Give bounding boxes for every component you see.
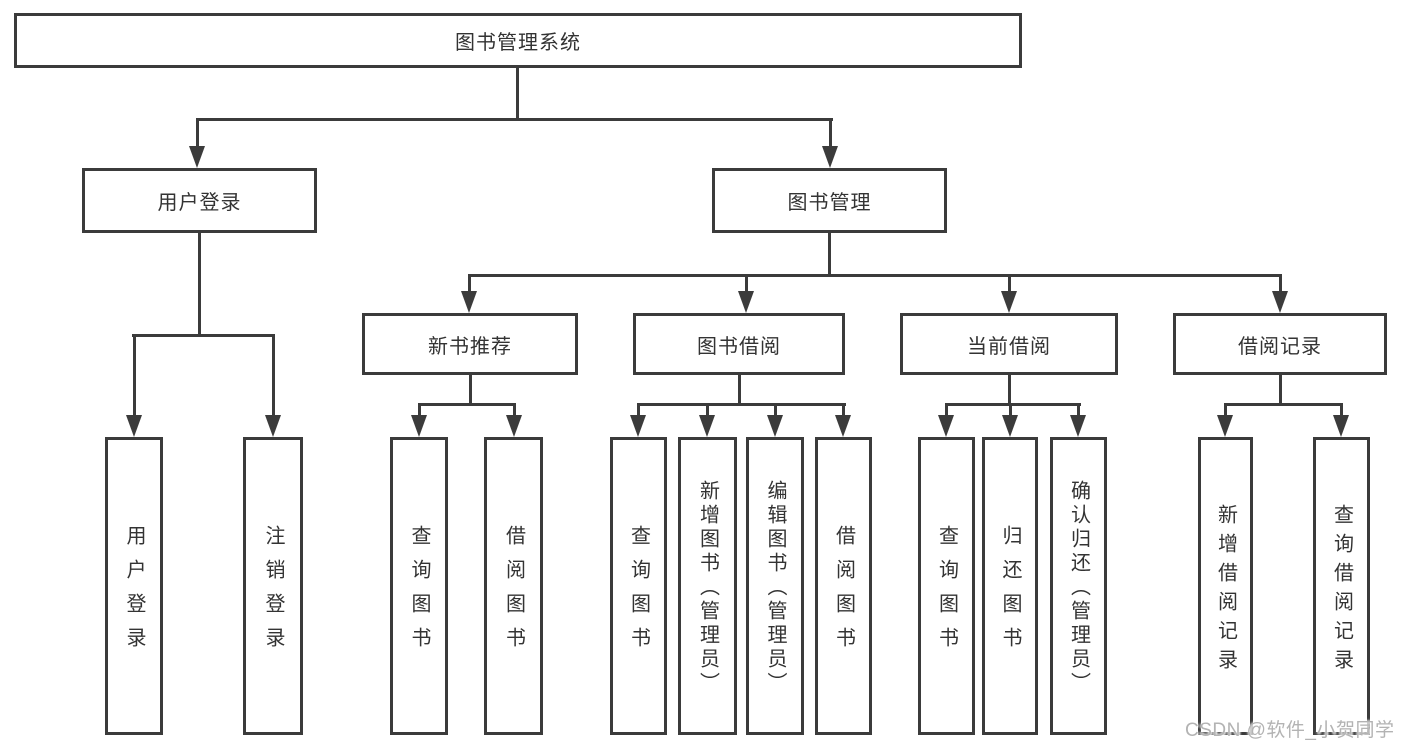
arrow-down-icon: [265, 415, 281, 437]
arrow-down-icon: [835, 415, 851, 437]
leaf-add-books-admin-label: 新增图书（管理员）: [696, 480, 719, 696]
node-user-login-label: 用户登录: [157, 192, 242, 214]
connector-root-horizontal: [196, 118, 833, 121]
arrow-down-icon: [411, 415, 427, 437]
connector-drop-leaf: [272, 334, 275, 417]
connector-records-horizontal: [1224, 403, 1343, 406]
arrow-down-icon: [189, 146, 205, 168]
leaf-query-borrow-record: 查询借阅记录: [1313, 437, 1370, 735]
node-book-borrow: 图书借阅: [633, 313, 845, 375]
leaf-query-books-label: 查询图书: [408, 525, 430, 661]
leaf-logout: 注销登录: [243, 437, 303, 735]
leaf-query-books-borrow: 查询图书: [610, 437, 667, 735]
node-new-book-recommend-label: 新书推荐: [428, 335, 512, 358]
leaf-edit-books-admin-label: 编辑图书（管理员）: [764, 480, 786, 696]
leaf-query-books-label: 查询图书: [935, 525, 958, 661]
arrow-down-icon: [1002, 415, 1018, 437]
connector-drop-leaf: [513, 403, 516, 417]
leaf-confirm-return-admin: 确认归还（管理员）: [1050, 437, 1107, 735]
connector-login-horizontal: [132, 334, 274, 337]
connector-drop-current: [1008, 274, 1011, 293]
connector-manage-horizontal: [468, 274, 1282, 277]
connector-drop-leaf: [1224, 403, 1227, 417]
leaf-borrow-books: 借阅图书: [815, 437, 872, 735]
arrow-down-icon: [630, 415, 646, 437]
connector-drop-leaf: [637, 403, 640, 417]
leaf-borrow-books-label: 借阅图书: [832, 525, 855, 661]
leaf-confirm-return-admin-label: 确认归还（管理员）: [1067, 480, 1090, 696]
arrow-down-icon: [822, 146, 838, 168]
arrow-down-icon: [461, 291, 477, 313]
connector-drop-leaf: [1077, 403, 1080, 417]
node-user-login: 用户登录: [82, 168, 317, 233]
connector-drop-book-management: [829, 118, 832, 147]
arrow-down-icon: [1333, 415, 1349, 437]
node-current-borrow: 当前借阅: [900, 313, 1118, 375]
node-borrow-records-label: 借阅记录: [1238, 335, 1322, 358]
leaf-borrow-books-label: 借阅图书: [502, 525, 525, 661]
leaf-query-books-label: 查询图书: [627, 525, 650, 661]
leaf-query-borrow-record-label: 查询借阅记录: [1330, 503, 1353, 678]
node-borrow-records: 借阅记录: [1173, 313, 1387, 375]
connector-drop-records: [1279, 274, 1282, 293]
leaf-logout-label: 注销登录: [262, 525, 284, 661]
connector-manage-vertical: [828, 233, 831, 277]
node-current-borrow-label: 当前借阅: [967, 335, 1051, 358]
node-root-label: 图书管理系统: [455, 32, 581, 54]
leaf-query-books-recommend: 查询图书: [390, 437, 448, 735]
connector-current-vertical: [1008, 375, 1011, 406]
connector-drop-leaf: [418, 403, 421, 417]
connector-drop-leaf: [1340, 403, 1343, 417]
leaf-add-borrow-record-label: 新增借阅记录: [1214, 503, 1237, 678]
arrow-down-icon: [126, 415, 142, 437]
node-book-borrow-label: 图书借阅: [697, 335, 781, 358]
connector-borrow-horizontal: [637, 403, 846, 406]
leaf-user-login-label: 用户登录: [123, 525, 145, 661]
connector-drop-leaf: [706, 403, 709, 417]
connector-current-horizontal: [945, 403, 1081, 406]
leaf-query-books-current: 查询图书: [918, 437, 975, 735]
connector-records-vertical: [1279, 375, 1282, 406]
node-book-management: 图书管理: [712, 168, 947, 233]
leaf-add-books-admin: 新增图书（管理员）: [678, 437, 737, 735]
connector-drop-leaf: [945, 403, 948, 417]
node-root: 图书管理系统: [14, 13, 1022, 68]
arrow-down-icon: [506, 415, 522, 437]
arrow-down-icon: [1001, 291, 1017, 313]
arrow-down-icon: [699, 415, 715, 437]
arrow-down-icon: [938, 415, 954, 437]
node-book-management-label: 图书管理: [787, 192, 872, 214]
arrow-down-icon: [767, 415, 783, 437]
connector-recommend-horizontal: [418, 403, 516, 406]
connector-borrow-vertical: [738, 375, 741, 406]
arrow-down-icon: [1217, 415, 1233, 437]
connector-drop-leaf: [774, 403, 777, 417]
leaf-borrow-books-recommend: 借阅图书: [484, 437, 543, 735]
leaf-user-login: 用户登录: [105, 437, 163, 735]
leaf-edit-books-admin: 编辑图书（管理员）: [746, 437, 804, 735]
arrow-down-icon: [1272, 291, 1288, 313]
connector-login-vertical: [198, 233, 201, 337]
connector-drop-user-login: [196, 118, 199, 147]
leaf-return-books-label: 归还图书: [999, 525, 1021, 661]
arrow-down-icon: [1070, 415, 1086, 437]
node-new-book-recommend: 新书推荐: [362, 313, 578, 375]
connector-drop-recommend: [468, 274, 471, 293]
connector-recommend-vertical: [469, 375, 472, 406]
connector-drop-borrow: [745, 274, 748, 293]
arrow-down-icon: [738, 291, 754, 313]
csdn-watermark: CSDN @软件_小贺同学: [1185, 720, 1395, 741]
leaf-return-books: 归还图书: [982, 437, 1038, 735]
connector-root-vertical: [516, 68, 519, 118]
leaf-add-borrow-record: 新增借阅记录: [1198, 437, 1253, 735]
connector-drop-leaf: [133, 334, 136, 417]
connector-drop-leaf: [842, 403, 845, 417]
connector-drop-leaf: [1009, 403, 1012, 417]
